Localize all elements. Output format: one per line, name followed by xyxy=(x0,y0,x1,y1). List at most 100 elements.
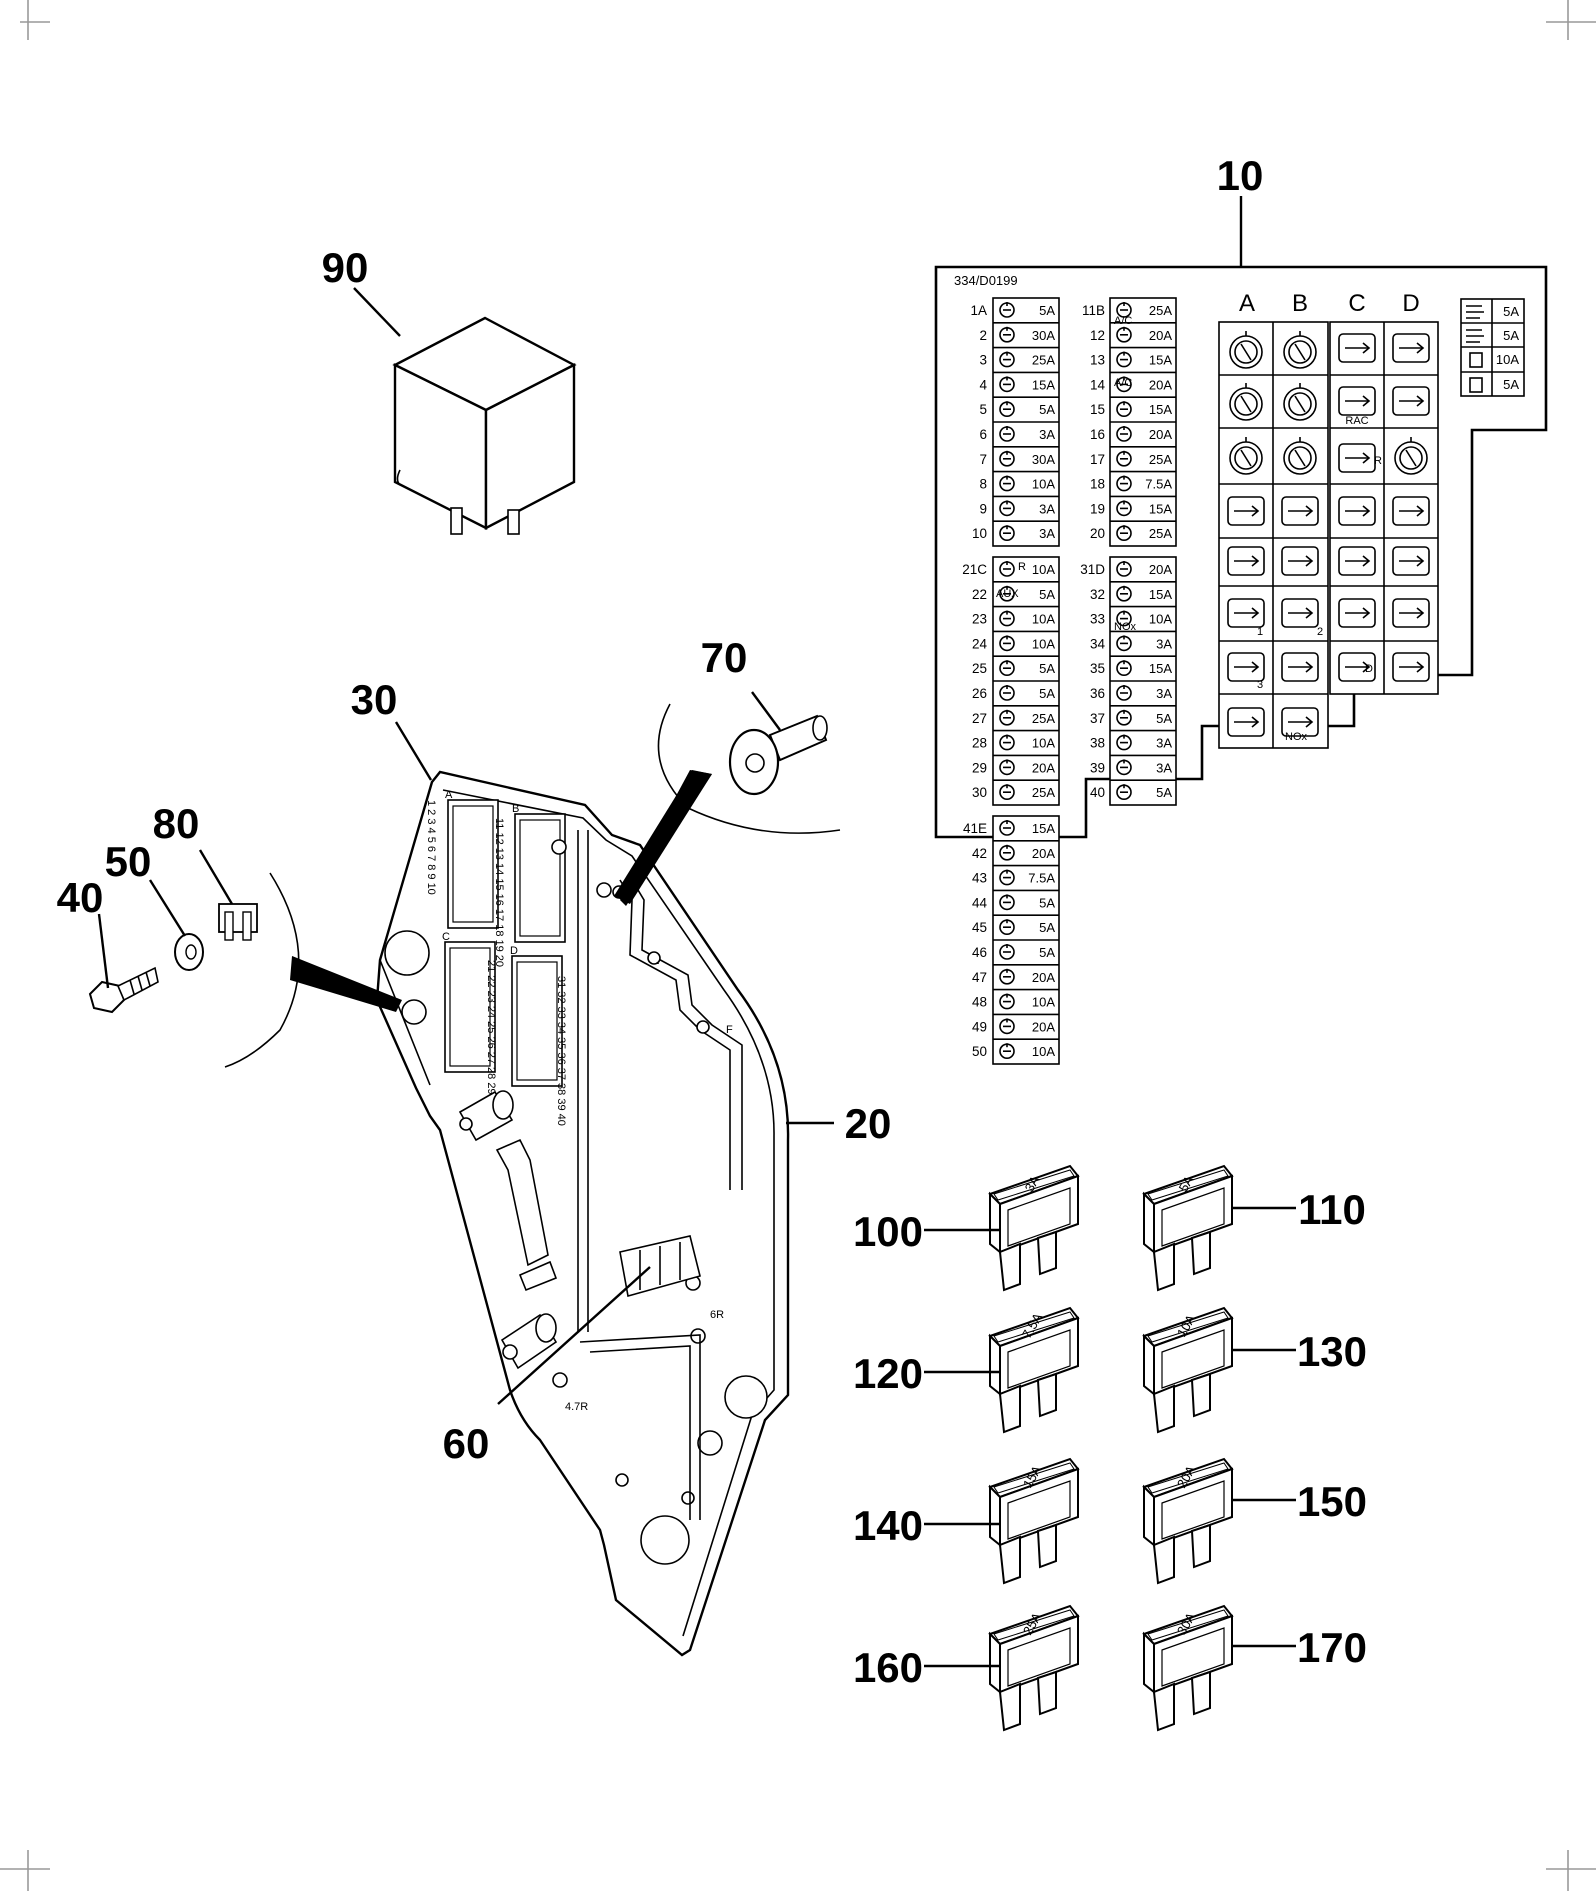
callout-160: 160 xyxy=(853,1644,923,1691)
fuse-slot-number: 25 xyxy=(972,661,987,676)
relay-icon xyxy=(1283,331,1317,369)
relay-function-icon xyxy=(1281,598,1319,628)
three-icon-text: 3 xyxy=(1257,679,1263,691)
fuse-slot-number: 12 xyxy=(1090,328,1105,343)
relay-function-icon xyxy=(1338,652,1376,682)
label-ref: 334/D0199 xyxy=(954,273,1018,288)
fuse-slot-rating: 10A xyxy=(1032,562,1055,577)
relay-function-icon xyxy=(1392,386,1430,416)
fuse-slot-rating: 25A xyxy=(1032,353,1055,368)
blade-fuse-rating: 3A xyxy=(1022,1173,1043,1195)
fuse-slot-rating: 10A xyxy=(1032,612,1055,627)
fuse-function-icon xyxy=(999,869,1015,886)
fuse-slot-rating: 5A xyxy=(1039,920,1055,935)
aux-icon-text: AUX xyxy=(996,588,1019,600)
fuse-slot-number: 42 xyxy=(972,846,987,861)
fuse-slot-number: 20 xyxy=(1090,526,1105,541)
fuse-function-icon xyxy=(1116,610,1132,627)
fuse-function-icon xyxy=(1116,426,1132,442)
nox-icon-text: NOx xyxy=(1114,621,1137,633)
fuse-function-icon xyxy=(999,610,1015,627)
fuse-slot-rating: 30A xyxy=(1032,328,1055,343)
fuse-slot-rating: 5A xyxy=(1039,303,1055,318)
relay-part-90: 90 xyxy=(322,244,577,535)
board-nums-d: 31 32 33 34 35 36 37 38 39 40 xyxy=(555,976,567,1126)
fuse-slot-number: 23 xyxy=(972,612,987,627)
fuse-function-icon xyxy=(999,1043,1015,1059)
fuse-slot-rating: 7.5A xyxy=(1145,477,1172,492)
board-nums-a: 1 2 3 4 5 6 7 8 9 10 xyxy=(425,800,437,895)
fuse-function-icon xyxy=(999,709,1015,726)
fuse-slot-number: 24 xyxy=(972,636,988,651)
relay-icon xyxy=(1229,437,1263,475)
fuse-slot-rating: 10A xyxy=(1149,612,1172,627)
fuse-slot-rating: 3A xyxy=(1039,526,1055,541)
relay-icon xyxy=(1283,383,1317,421)
board-label-a: A xyxy=(445,789,453,801)
fuse-slot-rating: 3A xyxy=(1039,427,1055,442)
fuse-slot-rating: 25A xyxy=(1149,303,1172,318)
fuse-function-icon xyxy=(1116,784,1132,801)
fuse-slot-rating: 25A xyxy=(1149,452,1172,467)
fuse-slot-rating: 25A xyxy=(1149,526,1172,541)
relay-function-icon xyxy=(1281,546,1319,576)
fuse-slot-number: 35 xyxy=(1090,661,1105,676)
d-icon-text: D xyxy=(1365,663,1373,675)
relay-function-icon xyxy=(1392,598,1430,628)
washer-part-50 xyxy=(148,879,204,971)
fuse-slot-number: 48 xyxy=(972,995,987,1010)
fuse-function-icon xyxy=(999,968,1015,985)
detail-left: 40 50 80 xyxy=(57,800,402,1068)
fuse-function-icon xyxy=(999,426,1015,442)
fuse-slot-rating: 5A xyxy=(1156,785,1172,800)
relay-icon xyxy=(1283,437,1317,475)
fuse-slot-number: 44 xyxy=(972,895,988,910)
fuse-slot-number: 19 xyxy=(1090,501,1105,516)
relay-icon xyxy=(1229,331,1263,369)
fuse-function-icon xyxy=(1116,561,1132,577)
fuse-slot-rating: 10A xyxy=(1032,477,1055,492)
relay-function-icon xyxy=(1281,707,1319,737)
callout-60: 60 xyxy=(443,1420,490,1467)
fuse-slot-number: 41E xyxy=(963,821,987,836)
fuse-slot-rating: 3A xyxy=(1039,501,1055,516)
callout-120: 120 xyxy=(853,1350,923,1397)
callout-150: 150 xyxy=(1297,1478,1367,1525)
fuse-slot-rating: 5A xyxy=(1039,402,1055,417)
fuse-slot-rating: 3A xyxy=(1156,686,1172,701)
fuse-slot-number: 30 xyxy=(972,785,987,800)
relay-function-icon xyxy=(1338,546,1376,576)
fuse-function-icon xyxy=(999,302,1015,318)
fuse-slot-rating: 5A xyxy=(1039,895,1055,910)
fuse-function-icon xyxy=(999,759,1015,776)
fuse-board: A B C D E F 1 2 3 4 5 6 7 8 9 10 11 12 1… xyxy=(375,770,790,1657)
fuse-slot-rating: 20A xyxy=(1149,328,1172,343)
relay-function-icon xyxy=(1227,707,1265,737)
ac-icon-text-2: A/C xyxy=(1114,377,1132,389)
relay-icon xyxy=(1394,437,1428,475)
two-icon-text: 2 xyxy=(1317,626,1323,638)
fuse-function-icon xyxy=(999,326,1015,343)
extra-fuse-3: 10A xyxy=(1496,352,1519,367)
fuse-function-icon xyxy=(999,585,1015,602)
fuse-slot-number: 4 xyxy=(979,377,987,392)
fuse-slot-number: 7 xyxy=(979,452,987,467)
fuse-slot-number: 37 xyxy=(1090,711,1105,726)
fuse-function-icon xyxy=(1116,635,1132,652)
fuse-function-icon xyxy=(1116,585,1132,602)
extra-fuse-2: 5A xyxy=(1503,328,1519,343)
relay-function-icon xyxy=(1338,496,1376,526)
fuse-function-icon xyxy=(999,734,1015,751)
fuse-slot-rating: 5A xyxy=(1039,661,1055,676)
fuse-function-icon xyxy=(1116,351,1132,368)
